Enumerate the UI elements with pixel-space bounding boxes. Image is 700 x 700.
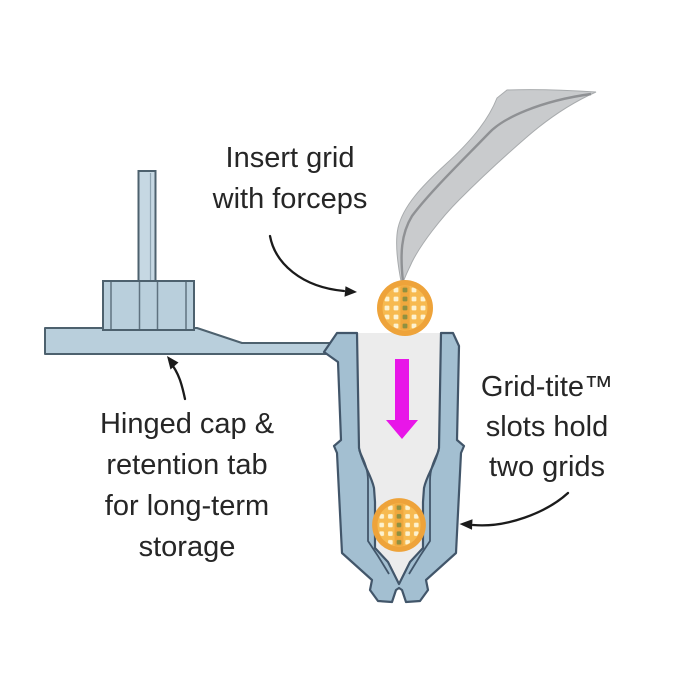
curved-arrow-icon-insert bbox=[268, 234, 346, 293]
hinged-cap-arm bbox=[44, 327, 339, 355]
cap-retention-tab bbox=[137, 170, 157, 283]
tem-grid-icon-bottom bbox=[372, 498, 426, 552]
cap-plug-block bbox=[102, 280, 195, 331]
tem-grid-icon-top bbox=[377, 280, 433, 336]
hinged-cap-label: Hinged cap & retention tab for long-term… bbox=[99, 408, 275, 563]
annotation-arrowheads bbox=[167, 286, 473, 530]
grid-tite-slot-walls bbox=[358, 449, 440, 575]
insert-grid-label: Insert grid with forceps bbox=[212, 142, 368, 215]
grid-tite-label: Grid-tite™ slots hold two grids bbox=[480, 371, 614, 483]
forceps-icon bbox=[396, 89, 597, 287]
forceps-seam bbox=[400, 92, 592, 283]
cap-plug-ribs bbox=[110, 282, 187, 329]
down-arrow-icon bbox=[386, 359, 418, 439]
curved-arrow-icon-gridtite bbox=[471, 491, 570, 527]
